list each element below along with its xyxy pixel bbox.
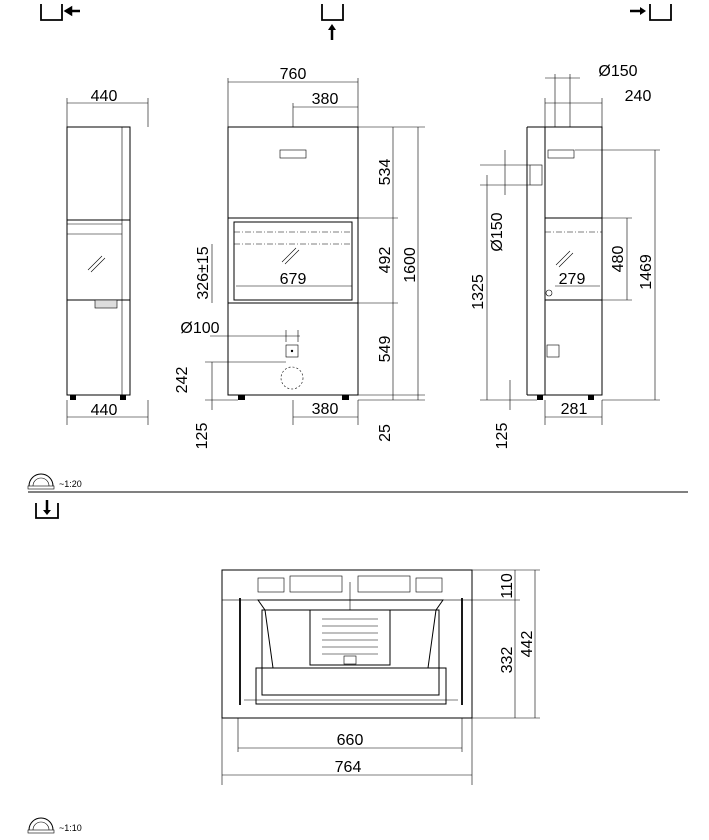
scale-ruler-icon <box>27 473 55 490</box>
front-width-half: 380 <box>312 91 339 108</box>
scale-upper: ~1:20 <box>59 479 82 489</box>
front-view <box>205 78 425 425</box>
scale-ruler-icon <box>27 817 55 834</box>
right-base-height: 125 <box>494 423 511 450</box>
front-fire-offset: 326±15 <box>195 246 212 299</box>
front-glass-width: 679 <box>280 271 307 288</box>
right-view-icon <box>630 4 672 21</box>
right-glass-depth: 279 <box>559 271 586 288</box>
top-view-icon <box>35 500 59 519</box>
front-air-height: 242 <box>174 367 191 394</box>
front-flue-diameter: Ø100 <box>180 320 219 337</box>
left-view-icon <box>40 4 80 21</box>
right-height-glass: 480 <box>610 246 627 273</box>
left-width-bottom: 440 <box>91 402 118 419</box>
front-height-bottom: 549 <box>377 336 394 363</box>
front-height-total: 1600 <box>402 247 419 283</box>
right-depth-bottom: 281 <box>561 401 588 418</box>
top-height-total: 442 <box>519 631 536 658</box>
front-view-icon <box>321 4 344 40</box>
front-height-fire: 492 <box>377 247 394 274</box>
front-feet: 25 <box>377 424 394 442</box>
front-base-height: 125 <box>194 423 211 450</box>
right-flue-diameter-top: Ø150 <box>598 63 637 80</box>
front-width-total: 760 <box>280 66 307 83</box>
right-side-view <box>480 74 660 425</box>
right-height-side-flue: 1325 <box>470 274 487 310</box>
right-height-top-flue: 1469 <box>638 254 655 290</box>
scale-lower: ~1:10 <box>59 823 82 833</box>
left-side-view <box>66 98 149 425</box>
top-height-front: 110 <box>499 573 516 599</box>
top-width-total: 764 <box>335 759 362 776</box>
top-view <box>221 569 540 785</box>
left-width-top: 440 <box>91 88 118 105</box>
right-flue-diameter-side: Ø150 <box>489 212 506 251</box>
front-width-half-bottom: 380 <box>312 401 339 418</box>
top-height-inner: 332 <box>499 647 516 674</box>
right-offset-top: 240 <box>625 88 652 105</box>
top-width-inner: 660 <box>337 732 364 749</box>
front-height-top: 534 <box>377 159 394 186</box>
